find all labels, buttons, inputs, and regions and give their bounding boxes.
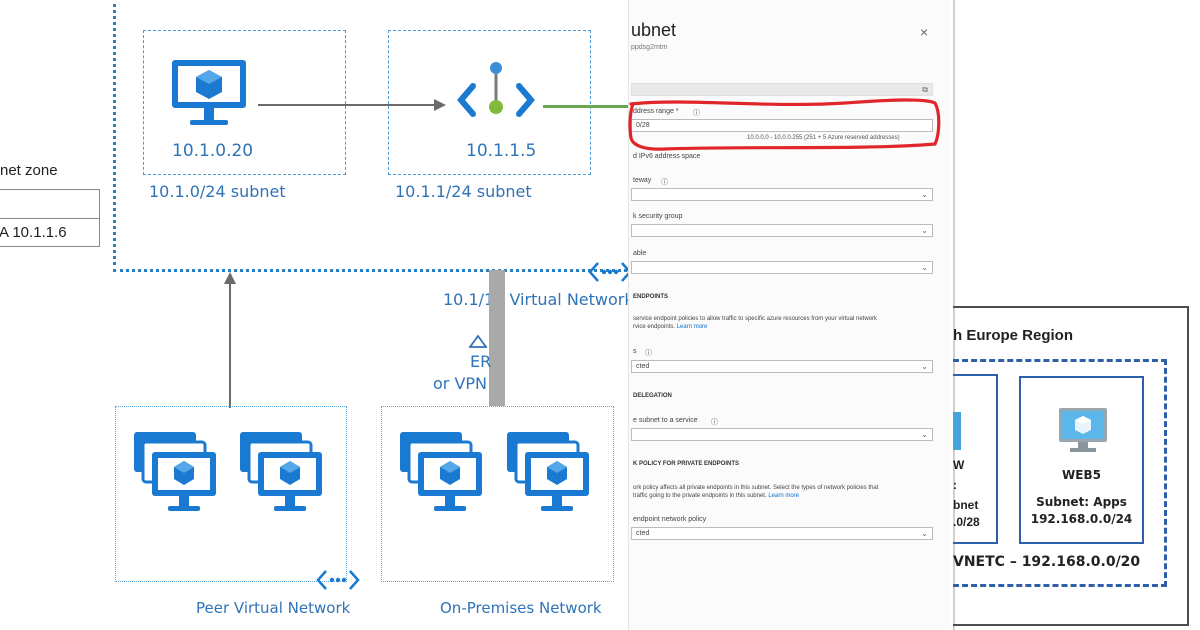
nsg-select[interactable]: ⌄ xyxy=(631,224,933,237)
copy-icon[interactable]: ⧉ xyxy=(922,85,928,94)
server-card-partial xyxy=(953,374,998,544)
subnet-b-label: 10.1.1/24 subnet xyxy=(395,182,532,201)
services-value: cted xyxy=(636,363,650,370)
subnet-b-box xyxy=(388,30,591,175)
vnet-cidr-label: VNETC – 192.168.0.0/20 xyxy=(953,554,1141,570)
expressroute-link xyxy=(489,270,505,406)
pe-policy-description: ork policy affects all private endpoints… xyxy=(633,485,879,491)
subnet-settings-panel: ubnet ppdsg2mtm × ⧉ ddress range * ⓘ 0/2… xyxy=(628,0,951,630)
chevron-down-icon: ⌄ xyxy=(921,362,928,371)
expressroute-icon xyxy=(469,334,487,348)
server-card xyxy=(1019,376,1144,544)
chevron-down-icon: ⌄ xyxy=(921,263,928,272)
server-subnet: Subnet: Apps xyxy=(1036,495,1127,509)
dns-record-row xyxy=(0,190,99,218)
subnet-a-box xyxy=(143,30,346,175)
route-table-label: able xyxy=(633,250,647,257)
services-select[interactable]: cted ⌄ xyxy=(631,360,933,373)
nat-gateway-select[interactable]: ⌄ xyxy=(631,188,933,201)
delegation-heading: DELEGATION xyxy=(633,393,672,399)
vpn-label: or VPN xyxy=(433,374,488,393)
subnet-name-field[interactable]: ⧉ xyxy=(631,83,933,96)
chevron-down-icon: ⌄ xyxy=(921,190,928,199)
service-endpoints-description-2: rvice endpoints. Learn more xyxy=(633,324,708,330)
region-box xyxy=(953,306,1189,626)
pe-policy-label: endpoint network policy xyxy=(633,516,707,523)
panel-subtitle: ppdsg2mtm xyxy=(631,44,668,51)
info-icon: ⓘ xyxy=(693,110,700,117)
private-endpoint-icon[interactable] xyxy=(455,58,537,130)
vnet-peering-icon xyxy=(316,570,360,590)
dns-zone-title: net zone xyxy=(0,162,58,179)
pe-policy-heading: K POLICY FOR PRIVATE ENDPOINTS xyxy=(633,461,740,467)
endpoint-ip-label: 10.1.1.5 xyxy=(466,141,537,161)
chevron-down-icon: ⌄ xyxy=(921,529,928,538)
info-icon: ⓘ xyxy=(661,179,668,186)
subnet-a-label: 10.1.0/24 subnet xyxy=(149,182,286,201)
delegation-select[interactable]: ⌄ xyxy=(631,428,933,441)
delegation-label: e subnet to a service xyxy=(633,417,698,424)
region-slide: h Europe Region W : bnet .0/28 WEB5 Subn… xyxy=(953,0,1200,630)
region-label: h Europe Region xyxy=(953,327,1073,344)
pe-policy-select[interactable]: cted ⌄ xyxy=(631,527,933,540)
address-range-hint: 10.0.0.0 - 10.0.0.255 (251 + 5 Azure res… xyxy=(747,135,900,141)
slide-top-border xyxy=(953,0,1200,630)
vm-scale-set-icon xyxy=(507,432,589,511)
vnet-label: 10.1/16 Virtual Network xyxy=(443,290,634,309)
server-name: WEB5 xyxy=(1062,468,1101,482)
subnet-line-partial: bnet xyxy=(953,498,979,512)
address-range-label: ddress range * xyxy=(633,108,679,115)
nsg-label: k security group xyxy=(633,213,683,220)
peer-network-box xyxy=(115,406,347,582)
peer-network-label: Peer Virtual Network xyxy=(196,599,351,617)
server-monitor-icon xyxy=(1059,408,1107,452)
vnet-dashed-box xyxy=(953,359,1167,587)
vnet-peering-icon xyxy=(588,262,632,282)
chevron-down-icon: ⌄ xyxy=(921,226,928,235)
on-premises-box xyxy=(381,406,614,582)
vm-scale-set-icon xyxy=(400,432,482,511)
virtual-machine-icon[interactable] xyxy=(170,58,248,133)
service-endpoints-description: service endpoint policies to allow traff… xyxy=(633,316,877,322)
vm-ip-label: 10.1.0.20 xyxy=(172,141,254,161)
address-range-value: 0/28 xyxy=(636,122,650,129)
link-connector xyxy=(543,105,638,108)
pe-policy-value: cted xyxy=(636,530,650,537)
route-table-select[interactable]: ⌄ xyxy=(631,261,933,274)
connection-arrow xyxy=(258,99,446,111)
peering-arrow xyxy=(224,272,236,408)
info-icon: ⓘ xyxy=(711,419,718,426)
info-icon: ⓘ xyxy=(645,350,652,357)
vm-scale-set-icon xyxy=(134,432,216,511)
subnet-line-partial: : xyxy=(953,478,957,492)
highlight-annotation xyxy=(628,98,941,151)
learn-more-link[interactable]: Learn more xyxy=(768,493,799,499)
dns-record-row: A 10.1.1.6 xyxy=(0,218,99,246)
ipv6-checkbox-label[interactable]: d IPv6 address space xyxy=(633,153,701,160)
service-endpoints-heading: ENDPOINTS xyxy=(633,294,669,300)
pe-policy-description-2: traffic going to the private endpoints i… xyxy=(633,493,799,499)
server-name-partial: W xyxy=(953,458,965,472)
dns-record-table: A 10.1.1.6 xyxy=(0,189,100,247)
server-cidr: 192.168.0.0/24 xyxy=(1030,512,1133,526)
er-label: ER xyxy=(470,352,492,371)
learn-more-link[interactable]: Learn more xyxy=(676,324,708,330)
vm-scale-set-icon xyxy=(240,432,322,511)
panel-title: ubnet xyxy=(631,20,677,40)
services-label: s xyxy=(633,348,637,355)
close-icon[interactable]: × xyxy=(920,24,929,40)
server-icon-partial xyxy=(953,412,961,450)
on-premises-label: On-Premises Network xyxy=(440,599,602,617)
nat-gateway-label: teway xyxy=(633,177,652,184)
subnet-line-partial: .0/28 xyxy=(953,515,980,529)
chevron-down-icon: ⌄ xyxy=(921,430,928,439)
